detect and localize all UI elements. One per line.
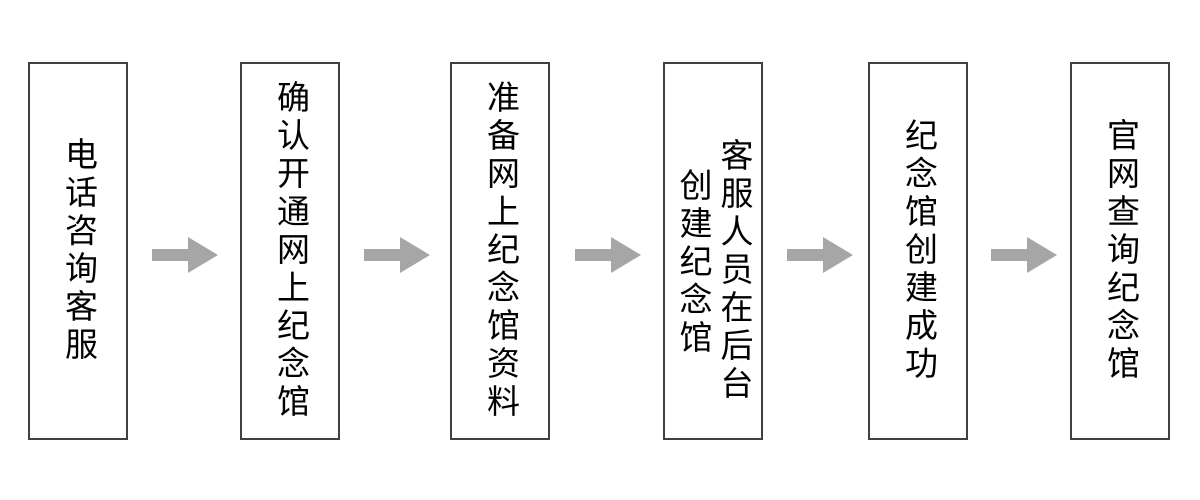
right-arrow-icon-2: [364, 237, 430, 273]
flow-node-3[interactable]: 准备网上纪念馆资料: [450, 62, 550, 440]
right-arrow-icon-3: [575, 237, 641, 273]
flow-node-6-label: 官网查询纪念馆: [1101, 118, 1141, 384]
flow-node-5-label: 纪念馆创建成功: [899, 118, 939, 384]
flow-node-4-label-column-1: 客服人员在后台: [714, 138, 754, 404]
flow-node-4-label-column-2: 创建纪念馆: [674, 168, 713, 358]
flow-node-2-label: 确认开通网上纪念馆: [271, 80, 311, 422]
right-arrow-icon-5: [991, 237, 1057, 273]
flow-node-1-label: 电话咨询客服: [59, 137, 99, 365]
right-arrow-icon-4: [787, 237, 853, 273]
flow-node-4[interactable]: 客服人员在后台 创建纪念馆: [663, 62, 763, 440]
flow-node-3-label: 准备网上纪念馆资料: [481, 80, 521, 422]
flow-node-1[interactable]: 电话咨询客服: [28, 62, 128, 440]
flow-node-5[interactable]: 纪念馆创建成功: [868, 62, 968, 440]
flow-node-2[interactable]: 确认开通网上纪念馆: [240, 62, 340, 440]
flow-node-6[interactable]: 官网查询纪念馆: [1070, 62, 1170, 440]
right-arrow-icon-1: [152, 237, 218, 273]
